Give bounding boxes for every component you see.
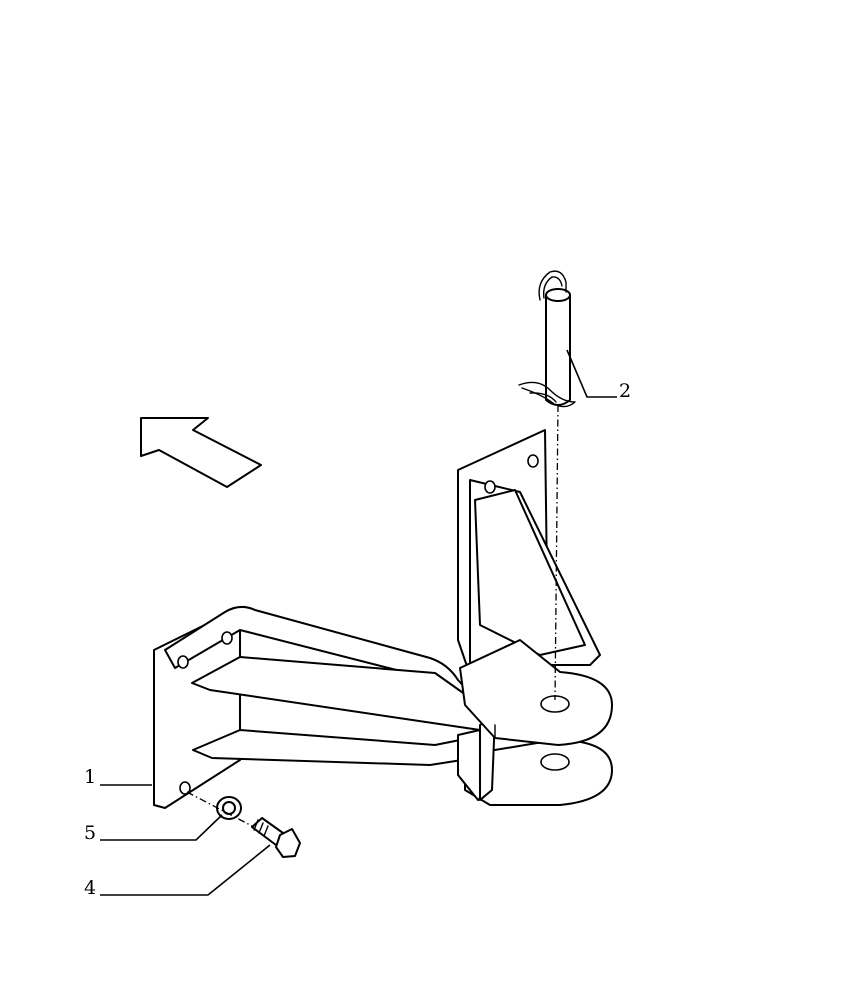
bolt-axis-line: [186, 791, 253, 827]
hitch-pin: [518, 270, 576, 408]
lynch-clip: [518, 381, 576, 408]
callout-5: 5: [84, 822, 96, 844]
bolt: [251, 817, 301, 858]
callout-2: 2: [619, 380, 631, 402]
mounting-hole: [484, 480, 496, 494]
upper-hitch-lug: [459, 639, 613, 746]
forward-direction-arrow-icon: [140, 417, 262, 488]
leader-line-5: [100, 814, 223, 841]
mounting-hole: [179, 781, 191, 795]
upright-mounting-bracket: [457, 429, 601, 676]
main-tow-bracket: [153, 606, 496, 809]
pin-ring: [538, 270, 567, 301]
leader-line-4: [100, 844, 271, 896]
callout-1: 1: [84, 766, 96, 788]
mounting-hole: [221, 631, 233, 645]
leader-line-2: [566, 349, 617, 398]
pin-axis-line: [554, 404, 559, 701]
lower-hitch-lug: [464, 739, 613, 806]
callout-4: 4: [84, 877, 96, 899]
mounting-hole: [177, 655, 189, 669]
mounting-hole: [527, 454, 539, 468]
